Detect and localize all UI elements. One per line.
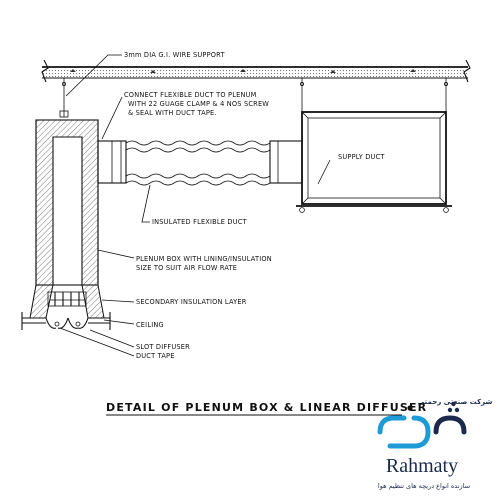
label-wire-support: 3mm DIA G.I. WIRE SUPPORT <box>124 51 225 59</box>
label-connect-line1: CONNECT FLEXIBLE DUCT TO PLENUM <box>124 91 257 99</box>
ceiling-line <box>21 312 111 330</box>
label-connect-line2: WITH 22 GUAGE CLAMP & 4 NOS SCREW <box>128 100 269 108</box>
plenum-box <box>29 119 105 319</box>
label-secondary-insulation: SECONDARY INSULATION LAYER <box>136 298 247 306</box>
flexible-duct <box>97 140 303 186</box>
label-insulated-flex-duct: INSULATED FLEXIBLE DUCT <box>152 218 248 226</box>
rahmaty-logo: شرکت صنعتی رحمتی Rahmaty سازنده انواع در… <box>377 398 493 490</box>
callout-labels: 3mm DIA G.I. WIRE SUPPORT CONNECT FLEXIB… <box>124 51 385 360</box>
logo-company-fa: شرکت صنعتی رحمتی <box>418 398 493 406</box>
label-slot-diffuser: SLOT DIFFUSER <box>136 343 190 351</box>
drawing-title: DETAIL OF PLENUM BOX & LINEAR DIFFUSER <box>106 401 427 416</box>
title-text: DETAIL OF PLENUM BOX & LINEAR DIFFUSER <box>106 401 427 414</box>
logo-brand: Rahmaty <box>386 455 458 477</box>
label-duct-tape: DUCT TAPE <box>136 352 175 360</box>
label-supply-duct: SUPPLY DUCT <box>338 153 385 161</box>
logo-tagline-fa: سازنده انواع دریچه های تنظیم هوا <box>378 482 470 490</box>
label-plenum-line1: PLENUM BOX WITH LINING/INSULATION <box>136 255 272 263</box>
label-plenum-line2: SIZE TO SUIT AIR FLOW RATE <box>136 264 237 272</box>
supply-duct <box>296 111 452 213</box>
leader-lines <box>59 54 331 357</box>
label-connect-line3: & SEAL WITH DUCT TAPE. <box>128 109 217 117</box>
ceiling-slab <box>41 59 471 83</box>
logo-mark-icon <box>377 401 467 449</box>
label-ceiling: CEILING <box>136 321 164 329</box>
